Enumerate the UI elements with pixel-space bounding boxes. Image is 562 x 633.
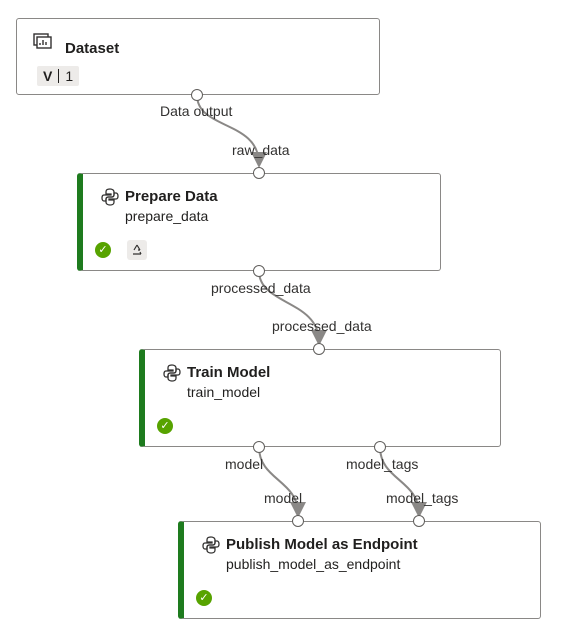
version-separator [58,69,60,83]
publish-input-label-model-tags: model_tags [386,490,459,506]
train-input-label: processed_data [272,318,372,334]
module-publish-model[interactable]: Publish Model as Endpoint publish_model_… [178,521,541,619]
dataset-icon [31,31,53,53]
edge-model[interactable] [258,446,306,518]
train-input-port[interactable] [313,343,325,355]
module-title: Prepare Data [125,188,218,205]
publish-input-label-model: model [264,490,303,506]
dataset-title: Dataset [65,40,120,57]
dataset-node[interactable]: Dataset V 1 [16,18,380,95]
edge-prepare-to-train[interactable] [258,270,327,346]
checkmark-icon: ✓ [95,242,111,258]
prepare-input-label: raw_data [232,142,290,158]
edge-dataset-to-prepare[interactable] [196,94,267,168]
train-output-port-model-tags[interactable] [374,441,386,453]
train-output-port-model[interactable] [253,441,265,453]
prepare-output-port[interactable] [253,265,265,277]
train-output-label-model: model [225,456,264,472]
module-name: train_model [187,384,261,400]
module-title: Publish Model as Endpoint [226,536,418,553]
reuse-icon[interactable] [127,240,147,260]
publish-input-port-model-tags[interactable] [413,515,425,527]
dataset-output-port[interactable] [191,89,203,101]
checkmark-icon: ✓ [157,418,173,434]
module-title: Train Model [187,364,271,381]
dataset-output-label: Data output [160,103,233,119]
train-output-label-model-tags: model_tags [346,456,419,472]
module-train-model[interactable]: Train Model train_model ✓ [139,349,501,447]
version-badge: V 1 [37,66,80,86]
edge-model-tags[interactable] [379,446,427,518]
module-name: prepare_data [125,208,209,224]
version-number: 1 [65,68,74,84]
checkmark-icon: ✓ [196,590,212,606]
python-icon [200,534,222,556]
prepare-output-label: processed_data [211,280,311,296]
module-name: publish_model_as_endpoint [226,556,401,572]
python-icon [161,362,183,384]
publish-input-port-model[interactable] [292,515,304,527]
version-letter: V [43,68,53,84]
prepare-input-port[interactable] [253,167,265,179]
python-icon [99,186,121,208]
